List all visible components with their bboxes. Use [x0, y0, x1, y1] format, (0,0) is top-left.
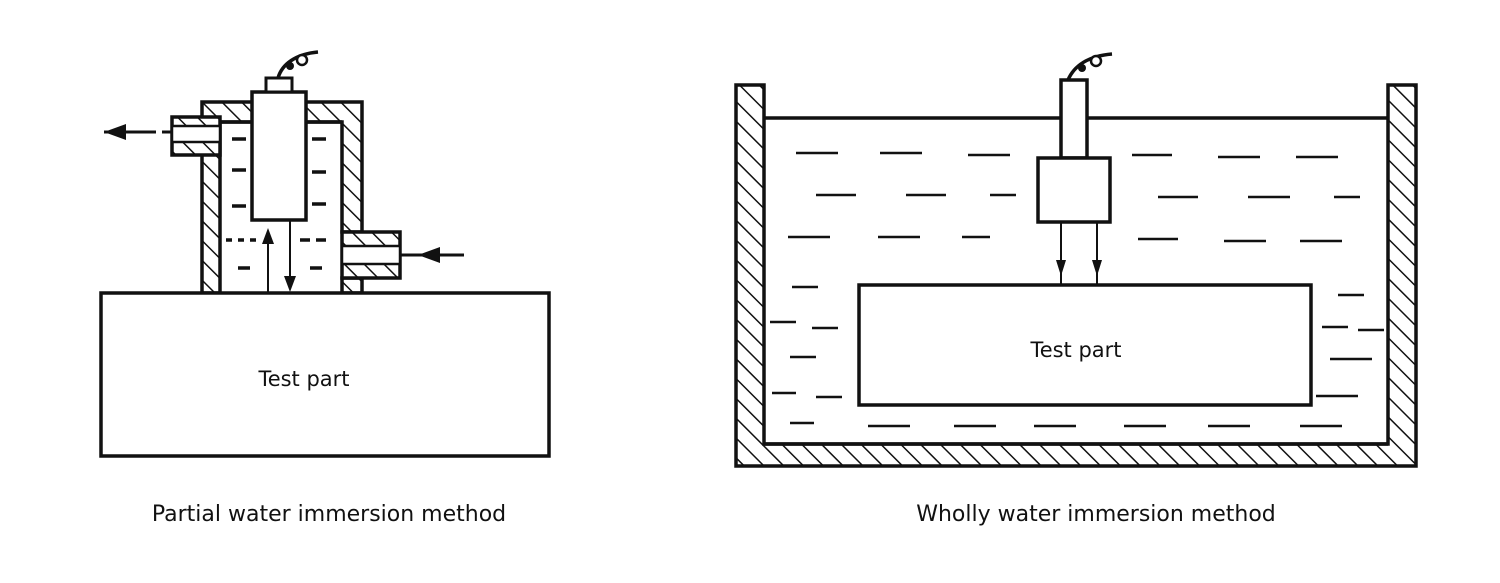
- water-dashes-left: [226, 137, 328, 270]
- test-part-label-right: Test part: [1029, 338, 1121, 362]
- probe-stem: [1059, 78, 1089, 160]
- outlet-nozzle: [104, 115, 222, 157]
- test-part-right: [857, 283, 1313, 407]
- jacket-right-wall-lower: [340, 276, 364, 295]
- probe-left: [250, 50, 319, 222]
- beam-down-arrow-icon: [1056, 260, 1066, 276]
- inlet-arrow-icon: [418, 247, 440, 263]
- beam-arrows-left: [262, 220, 296, 293]
- caption-right: Wholly water immersion method: [916, 502, 1276, 527]
- beam-down-arrow-icon: [284, 276, 296, 292]
- probe-head: [1036, 156, 1112, 224]
- probe-body: [250, 90, 308, 222]
- tank: [734, 83, 1418, 468]
- probe-cable-icon: [276, 50, 319, 79]
- test-part-label-left: Test part: [257, 367, 349, 391]
- inlet-nozzle: [340, 230, 464, 280]
- beam-arrows-right: [1056, 222, 1102, 284]
- probe-connector: [264, 76, 294, 94]
- outlet-arrow-icon: [104, 124, 126, 140]
- beam-up-arrow-icon: [262, 228, 274, 244]
- wholly-immersion-diagram: Test part Wholly water immersion method: [734, 52, 1418, 527]
- probe-cable-icon: [1066, 52, 1113, 81]
- test-part-left: [99, 291, 551, 458]
- tank-walls: [734, 83, 1418, 468]
- caption-left: Partial water immersion method: [152, 502, 506, 527]
- partial-immersion-diagram: Test part Partial water immersion method: [99, 50, 551, 527]
- water-dashes-right: [770, 151, 1384, 428]
- probe-right: [1036, 52, 1113, 224]
- beam-down-arrow-icon: [1092, 260, 1102, 276]
